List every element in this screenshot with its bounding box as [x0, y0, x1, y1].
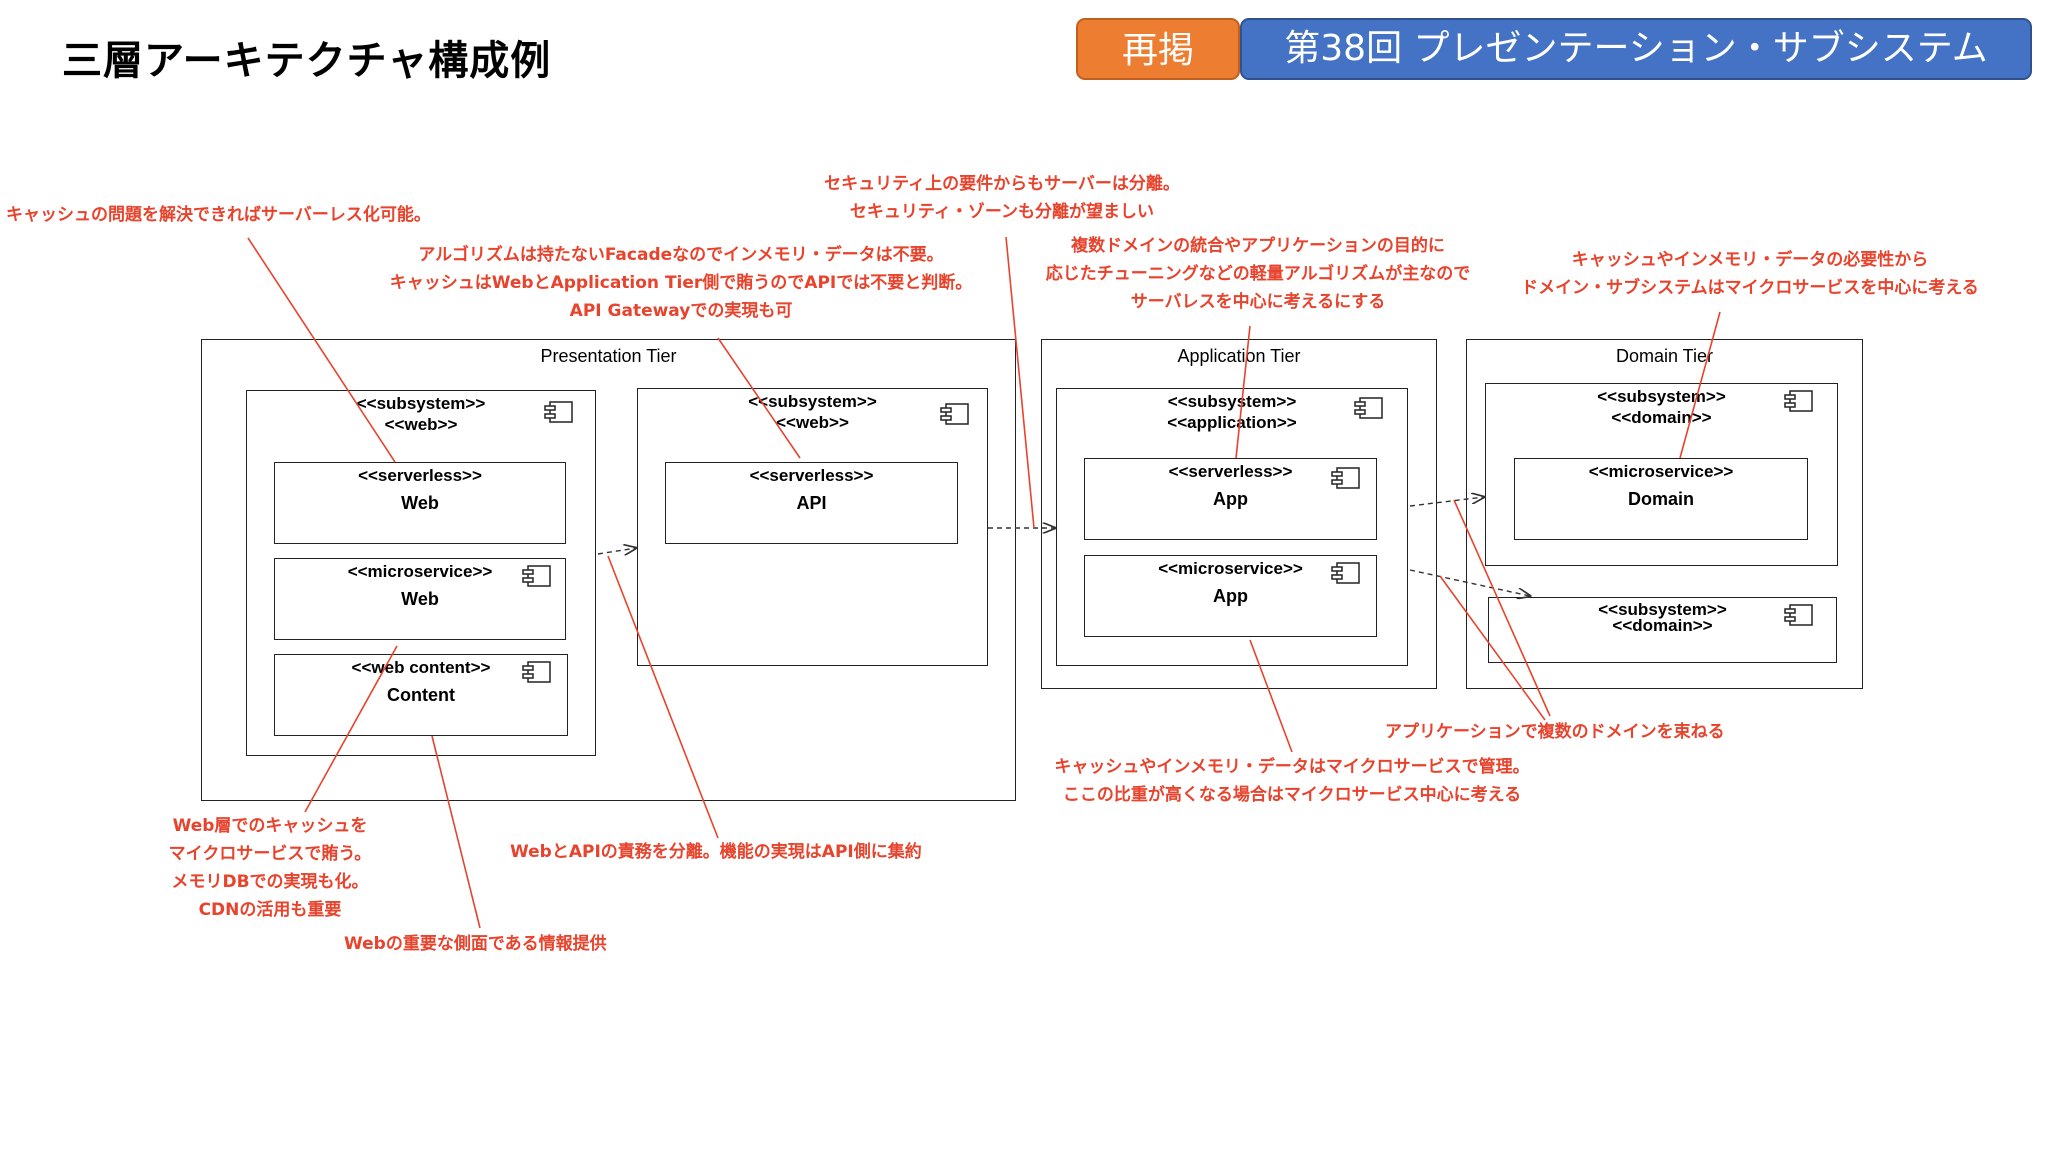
leader-app-bundle-2 — [1439, 575, 1546, 721]
component-icon — [1784, 604, 1813, 626]
note-line: アプリケーションで複数のドメインを束ねる — [1385, 722, 1725, 742]
note-line: サーバレスを中心に考えるにする — [1130, 292, 1386, 312]
note-facade: アルゴリズムは持たないFacadeなのでインメモリ・データは不要。 キャッシュは… — [381, 241, 981, 325]
application-subsystem: <<subsystem>> <<application>> — [1056, 388, 1408, 666]
web-content-stereotype: <<web content>> — [351, 658, 491, 677]
api-subsystem-stereotype-1: <<subsystem>> — [748, 392, 877, 411]
domain-microservice-stereotype: <<microservice>> — [1588, 462, 1734, 481]
domain-subsystem-2-stereotype-2: <<domain>> — [1612, 616, 1713, 635]
note-line: セキュリティ上の要件からもサーバーは分離。 — [824, 174, 1180, 194]
series-badge: 第38回 プレゼンテーション・サブシステム — [1240, 18, 2032, 80]
domain-subsystem-1-stereotype-1: <<subsystem>> — [1597, 387, 1726, 406]
note-line: マイクロサービスで賄う。 — [168, 844, 372, 864]
domain-subsystem-2: <<subsystem>> <<domain>> — [1488, 597, 1837, 663]
note-line: CDNの活用も重要 — [198, 900, 342, 920]
component-icon — [1331, 467, 1360, 489]
web-serverless-stereotype: <<serverless>> — [358, 466, 482, 485]
component-icon — [522, 565, 551, 587]
web-subsystem-stereotype-1: <<subsystem>> — [356, 394, 486, 413]
leader-web-info — [431, 735, 481, 929]
app-serverless-stereotype: <<serverless>> — [1168, 462, 1293, 481]
component-icon — [1331, 562, 1360, 584]
note-security: セキュリティ上の要件からもサーバーは分離。 セキュリティ・ゾーンも分離が望ましい — [792, 170, 1212, 226]
repost-badge: 再掲 — [1076, 18, 1240, 80]
presentation-tier: Presentation Tier — [201, 339, 1016, 801]
note-line: API Gatewayでの実現も可 — [569, 301, 793, 321]
note-app-bundle: アプリケーションで複数のドメインを束ねる — [1385, 718, 1725, 746]
note-responsibility: WebとAPIの責務を分離。機能の実現はAPI側に集約 — [510, 838, 922, 866]
leader-web-cache — [304, 645, 398, 813]
dependency-web-to-api — [597, 548, 636, 554]
note-line: WebとAPIの責務を分離。機能の実現はAPI側に集約 — [510, 842, 922, 862]
domain-microservice-component: <<microservice>> Domain — [1514, 458, 1808, 540]
leader-app-cache — [1249, 639, 1293, 753]
note-line: Web層でのキャッシュを — [172, 816, 368, 836]
web-subsystem-stereotype-2: <<web>> — [384, 415, 458, 434]
application-tier: Application Tier — [1041, 339, 1437, 689]
component-icon — [544, 401, 573, 423]
api-serverless-name: API — [796, 493, 827, 513]
note-line: キャッシュやインメモリ・データの必要性から — [1571, 250, 1929, 270]
application-subsystem-stereotype-1: <<subsystem>> — [1167, 392, 1297, 411]
note-line: 応じたチューニングなどの軽量アルゴリズムが主なので — [1045, 264, 1471, 284]
note-line: アルゴリズムは持たないFacadeなのでインメモリ・データは不要。 — [418, 245, 944, 265]
web-microservice-component: <<microservice>> Web — [274, 558, 566, 640]
note-cache-serverless: キャッシュの問題を解決できればサーバーレス化可能。 — [6, 201, 431, 229]
app-microservice-component: <<microservice>> App — [1084, 555, 1377, 637]
domain-subsystem-1: <<subsystem>> <<domain>> — [1485, 383, 1838, 566]
presentation-tier-label: Presentation Tier — [540, 346, 677, 366]
web-microservice-name: Web — [401, 589, 439, 609]
web-microservice-stereotype: <<microservice>> — [347, 562, 493, 581]
api-subsystem-stereotype-2: <<web>> — [776, 413, 849, 432]
leader-cache-serverless — [247, 237, 396, 463]
note-web-cache: Web層でのキャッシュを マイクロサービスで賄う。 メモリDBでの実現も化。 C… — [140, 812, 400, 924]
note-line: メモリDBでの実現も化。 — [171, 872, 369, 892]
app-microservice-stereotype: <<microservice>> — [1158, 559, 1303, 578]
note-web-info: Webの重要な側面である情報提供 — [344, 930, 607, 958]
api-subsystem: <<subsystem>> <<web>> — [637, 388, 988, 666]
application-subsystem-stereotype-2: <<application>> — [1167, 413, 1297, 432]
note-line: 複数ドメインの統合やアプリケーションの目的に — [1071, 236, 1445, 256]
application-tier-label: Application Tier — [1177, 346, 1301, 366]
note-line: キャッシュやインメモリ・データはマイクロサービスで管理。 — [1054, 757, 1530, 777]
note-multi-domain: 複数ドメインの統合やアプリケーションの目的に 応じたチューニングなどの軽量アルゴ… — [1018, 232, 1498, 316]
note-line: Webの重要な側面である情報提供 — [344, 934, 607, 954]
component-icon — [1784, 390, 1813, 412]
slide-title: 三層アーキテクチャ構成例 — [62, 38, 552, 84]
domain-tier: Domain Tier — [1466, 339, 1863, 689]
note-domain-microservice: キャッシュやインメモリ・データの必要性から ドメイン・サブシステムはマイクロサー… — [1500, 246, 2000, 302]
note-line: ここの比重が高くなる場合はマイクロサービス中心に考える — [1062, 785, 1522, 805]
leader-app-bundle-1 — [1453, 499, 1551, 717]
domain-subsystem-2-stereotype-1: <<subsystem>> — [1598, 600, 1727, 619]
component-icon — [940, 403, 969, 425]
note-app-cache: キャッシュやインメモリ・データはマイクロサービスで管理。 ここの比重が高くなる場… — [1032, 753, 1552, 809]
api-serverless-stereotype: <<serverless>> — [749, 466, 874, 485]
app-serverless-name: App — [1213, 489, 1248, 509]
leader-multi-domain — [1235, 325, 1251, 459]
note-line: キャッシュはWebとApplication Tier側で賄うのでAPIでは不要と… — [389, 273, 973, 293]
leader-domain-microservice — [1679, 311, 1721, 459]
web-serverless-name: Web — [401, 493, 439, 513]
note-line: キャッシュの問題を解決できればサーバーレス化可能。 — [6, 205, 431, 225]
web-serverless-component: <<serverless>> Web — [274, 462, 566, 544]
component-icon — [1354, 397, 1383, 419]
note-line: ドメイン・サブシステムはマイクロサービスを中心に考える — [1521, 278, 1979, 298]
leader-security — [1005, 236, 1035, 529]
domain-microservice-name: Domain — [1627, 489, 1694, 509]
leader-facade — [717, 337, 801, 459]
dependency-app-to-domain — [1409, 497, 1484, 507]
domain-subsystem-1-stereotype-2: <<domain>> — [1611, 408, 1712, 427]
leader-responsibility — [607, 555, 719, 839]
web-content-component: <<web content>> Content — [274, 654, 568, 736]
note-line: セキュリティ・ゾーンも分離が望ましい — [849, 202, 1155, 222]
web-content-name: Content — [387, 685, 455, 705]
web-subsystem: <<subsystem>> <<web>> — [246, 390, 596, 756]
api-serverless-component: <<serverless>> API — [665, 462, 958, 544]
app-microservice-name: App — [1213, 586, 1248, 606]
domain-tier-label: Domain Tier — [1615, 346, 1714, 366]
app-serverless-component: <<serverless>> App — [1084, 458, 1377, 540]
component-icon — [522, 661, 551, 683]
dependency-app-to-domain-subsystem — [1409, 569, 1530, 596]
